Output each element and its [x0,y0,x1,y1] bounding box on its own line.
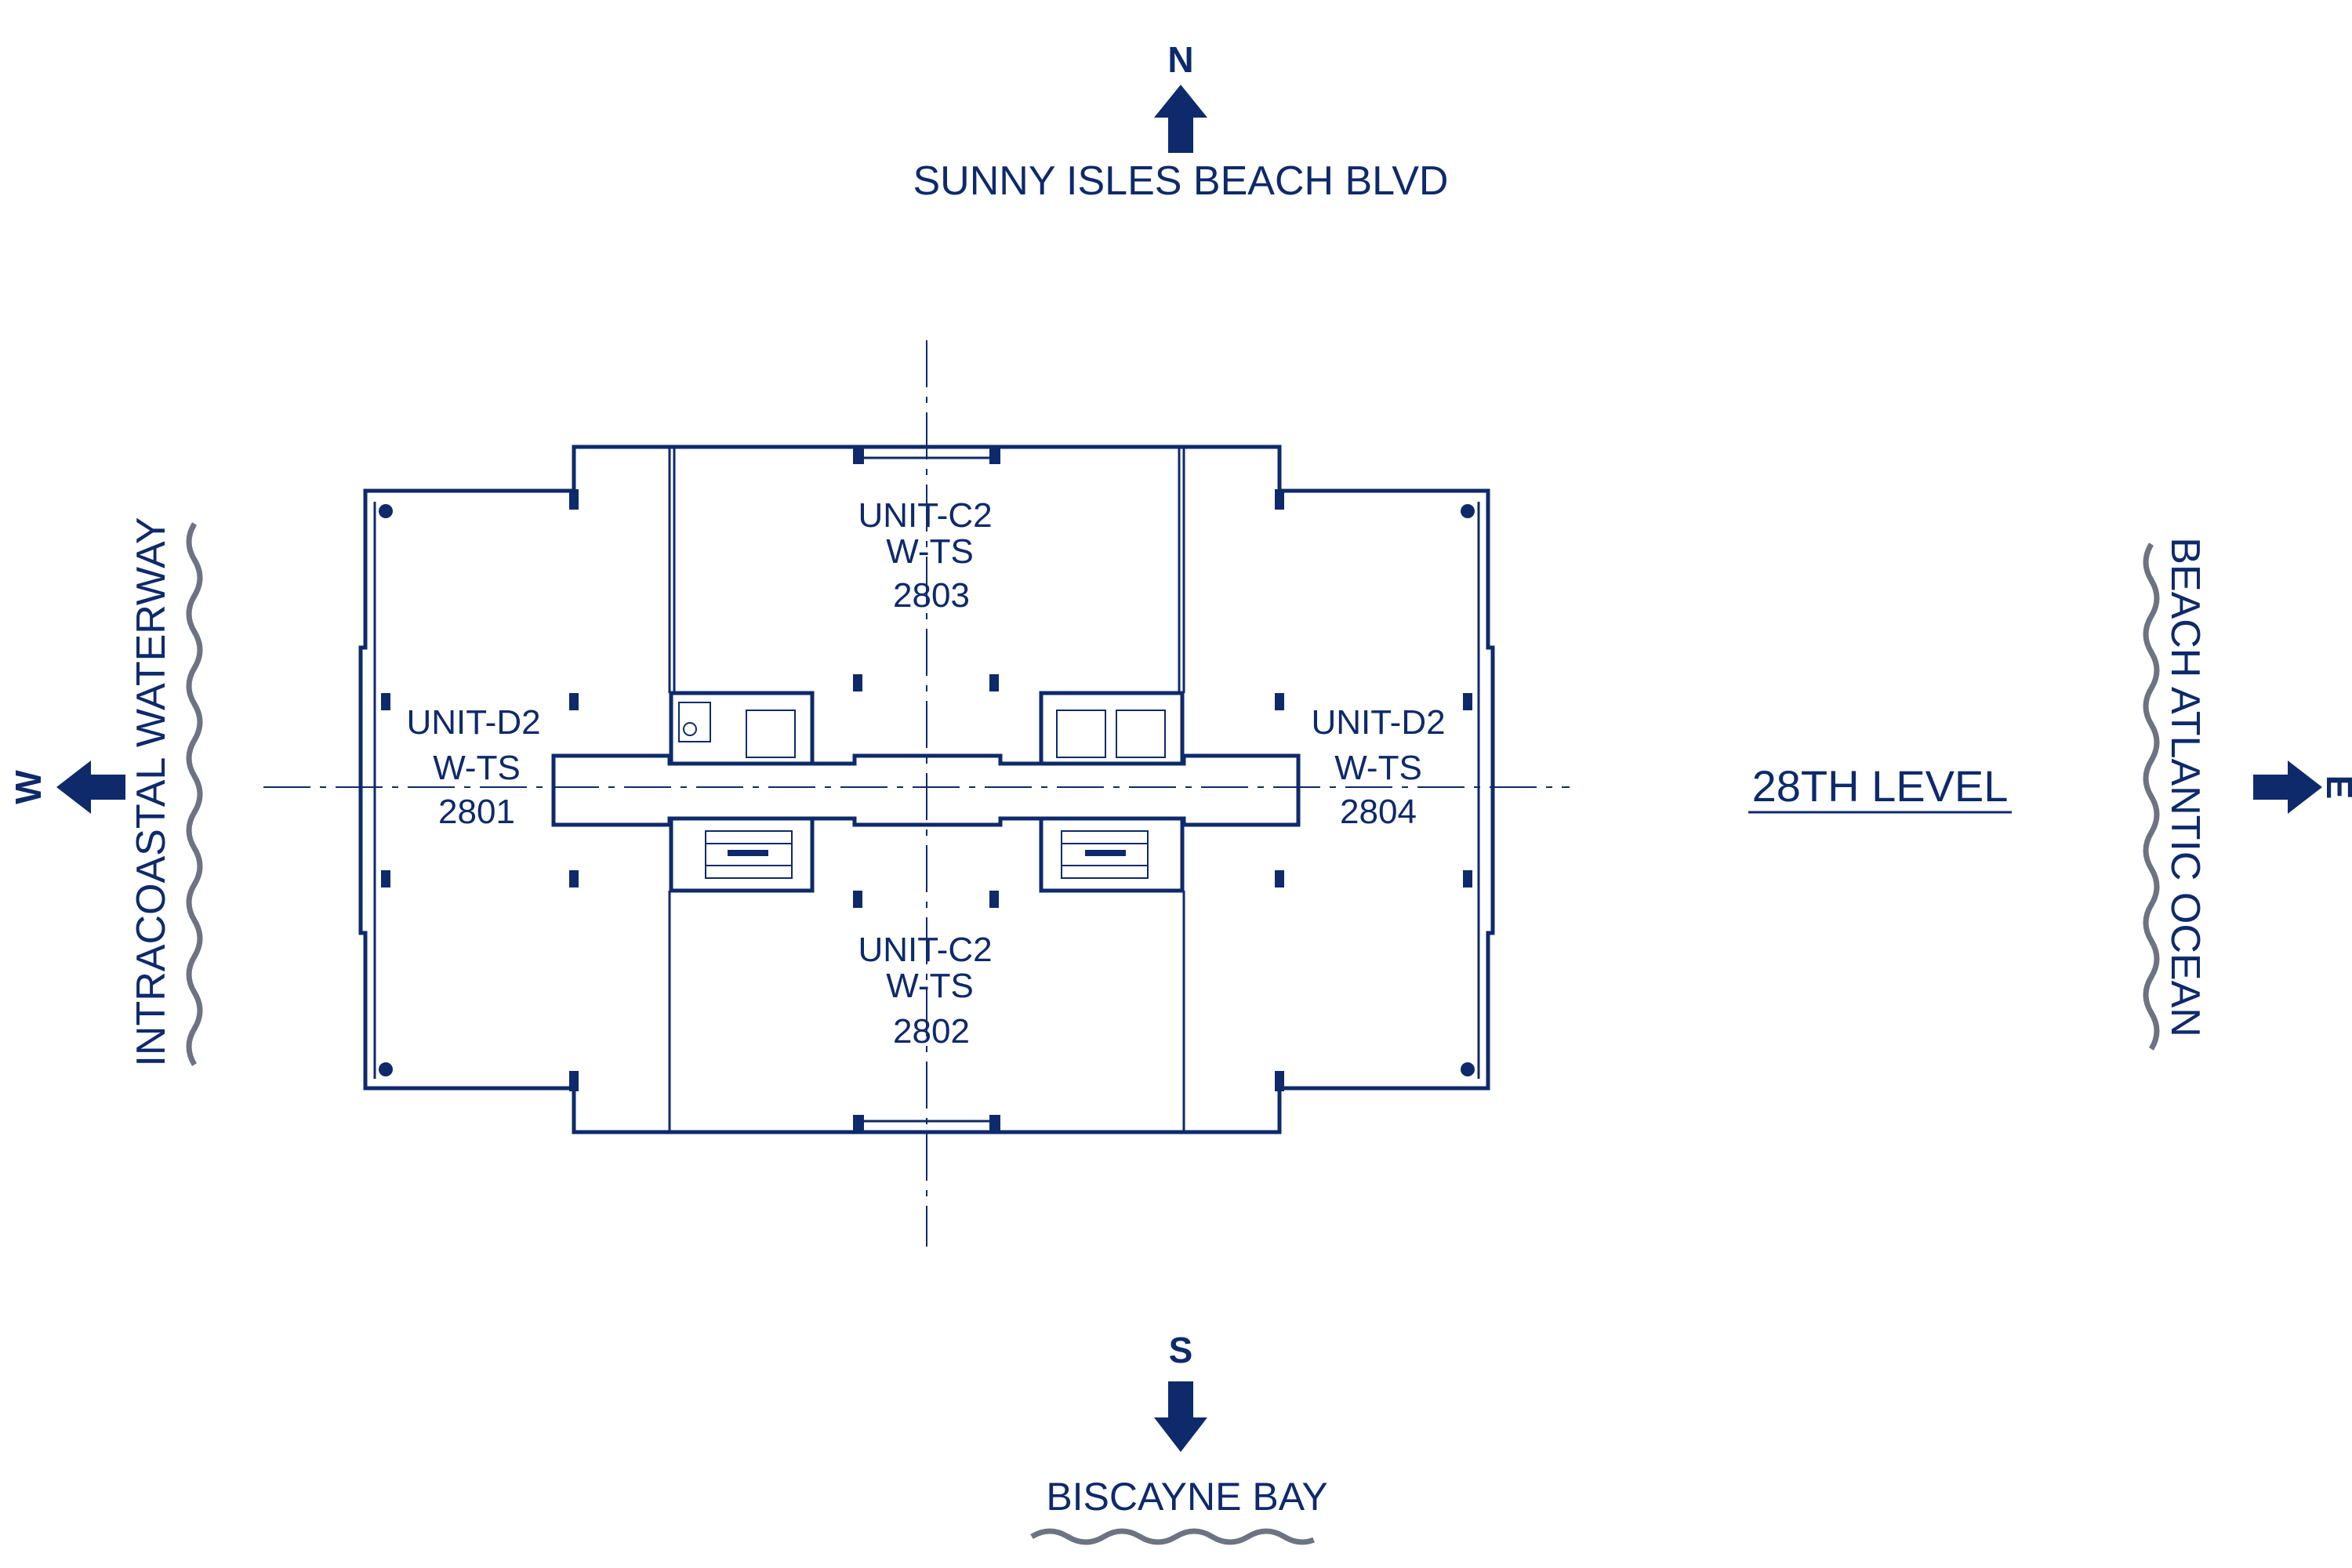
column-round [379,504,393,518]
unit-type-label: UNIT-C2 [858,931,992,969]
column-square [569,489,579,510]
south-street-label: BISCAYNE BAY [1046,1475,1327,1519]
west-indicator: W INTRACOASTAL WATERWAY [8,517,203,1067]
column-square [1275,489,1284,510]
east-indicator: BEACH ATLANTIC OCEAN E [2143,537,2352,1051]
unit-view-label: W-TS [433,749,521,787]
column-square [569,693,579,710]
unit-number-label: 2801 [438,793,515,831]
south-water-wave-icon [1030,1528,2352,1545]
unit-view-label: W-TS [1334,749,1422,787]
column-square [1275,693,1284,710]
unit-view-label: W-TS [886,532,974,571]
column-square [1463,870,1472,887]
unit-type-label: UNIT-C2 [858,496,992,535]
column-square [853,891,862,908]
unit-number-label: 2802 [893,1012,970,1051]
unit-type-label: UNIT-D2 [1311,703,1445,742]
level-label: 28TH LEVEL [1752,761,2009,811]
column-square [381,693,390,710]
stair-west [705,830,793,879]
south-letter: S [1169,1330,1193,1370]
column-square [853,445,864,464]
column-round [1461,504,1475,518]
column-square [989,445,1000,464]
core-west [669,691,815,893]
column-round [1461,1062,1475,1076]
elevator-east-1 [1056,710,1106,758]
unit-east: UNIT-D2 W-TS 2804 [1311,703,1445,831]
stair-east [1061,830,1149,879]
column-square [853,1115,864,1134]
column-square [1463,693,1472,710]
north-indicator: N SUNNY ISLES BEACH BLVD [913,39,1449,204]
column-round [379,1062,393,1076]
west-letter: W [8,770,49,804]
stair-landing-east [1085,850,1126,856]
core-east [1039,691,1185,893]
unit-north: UNIT-C2 W-TS 2803 [858,496,992,615]
north-street-label: SUNNY ISLES BEACH BLVD [913,158,1449,204]
column-square [853,674,862,691]
column-square [1275,1071,1284,1091]
structural-columns [379,445,1475,1134]
level-label-group: 28TH LEVEL [1748,761,2012,814]
unit-number-label: 2803 [893,576,970,615]
unit-type-label: UNIT-D2 [406,703,540,742]
south-indicator: S BISCAYNE BAY [1030,1330,2352,1545]
unit-south: UNIT-C2 W-TS 2802 [858,931,992,1051]
column-square [569,1071,579,1091]
east-letter: E [2319,775,2352,800]
elevator-east-2 [1116,710,1166,758]
core-east-lower [1039,816,1185,893]
east-water-wave-icon [2143,543,2160,1051]
toilet-west [678,702,711,742]
column-square [381,870,390,887]
column-square [569,870,579,887]
column-square [989,674,999,691]
column-square [989,1115,1000,1134]
core-west-upper [669,691,815,766]
west-arrow-icon [56,760,125,814]
column-square [1275,870,1284,887]
elevator-west-1 [746,710,796,758]
building-outline [358,445,1495,1134]
north-letter: N [1167,39,1193,80]
stair-landing-west [728,850,768,856]
west-water-wave-icon [186,522,203,1066]
north-arrow-icon [1154,85,1207,153]
core-east-upper [1039,691,1185,766]
east-arrow-icon [2253,760,2322,814]
south-arrow-icon [1154,1381,1207,1452]
west-waterway-label: INTRACOASTAL WATERWAY [129,517,174,1066]
unit-view-label: W-TS [886,967,974,1005]
column-square [989,891,999,908]
core-west-lower [669,816,815,893]
unit-number-label: 2804 [1340,793,1417,831]
east-ocean-label: BEACH ATLANTIC OCEAN [2162,537,2208,1037]
unit-west: UNIT-D2 W-TS 2801 [406,703,540,831]
toilet-bowl-west [683,722,697,736]
